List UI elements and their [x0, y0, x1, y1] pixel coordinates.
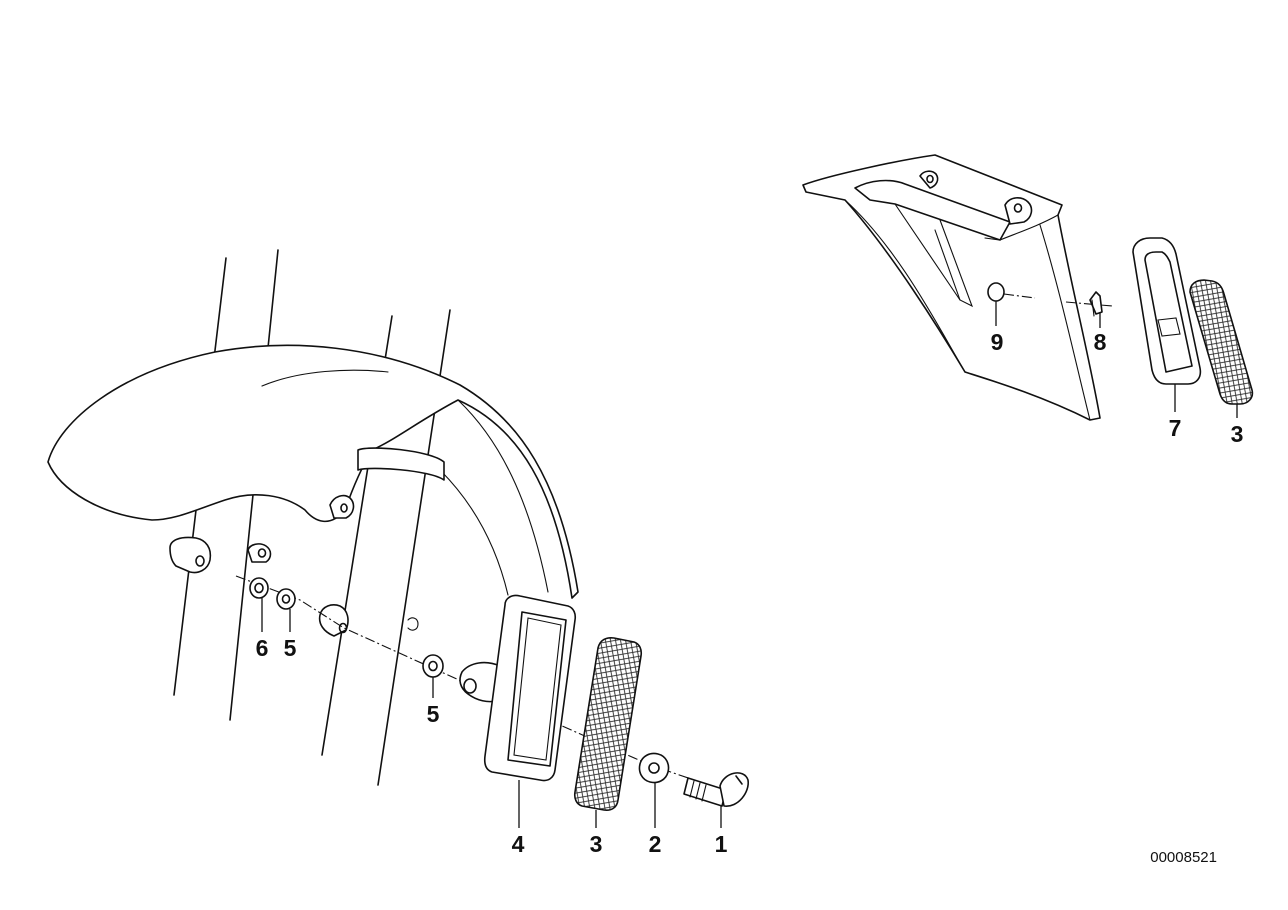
mudguard-side-view: [802, 154, 1101, 421]
callout-2: 2: [649, 831, 662, 857]
reflector-left: [573, 637, 643, 811]
grommet: [987, 282, 1005, 302]
leader-lines-right: [995, 301, 1238, 418]
callout-5-front: 5: [427, 701, 440, 727]
callout-7: 7: [1169, 415, 1182, 441]
washer-rear: [276, 588, 296, 610]
spring-clip: [1089, 291, 1103, 317]
callout-9: 9: [991, 329, 1004, 355]
grommet-axis: [1003, 293, 1036, 299]
callout-5-rear: 5: [284, 635, 297, 661]
reflector-holder-right: [1132, 237, 1202, 385]
front-mudguard: [47, 344, 579, 637]
callout-3-left: 3: [590, 831, 603, 857]
callout-4: 4: [512, 831, 525, 857]
leader-lines-left: [261, 598, 722, 828]
reflector-holder: [459, 594, 577, 782]
spacer-bushing: [638, 752, 670, 784]
callout-6: 6: [256, 635, 269, 661]
callout-3-right: 3: [1231, 421, 1244, 447]
clip-axis: [1065, 301, 1113, 307]
callout-8: 8: [1094, 329, 1107, 355]
nut: [249, 577, 269, 599]
reflector-right: [1189, 279, 1254, 405]
document-number: 00008521: [1150, 849, 1217, 866]
screw: [683, 772, 749, 807]
washer-front: [422, 654, 444, 678]
callout-1: 1: [715, 831, 728, 857]
